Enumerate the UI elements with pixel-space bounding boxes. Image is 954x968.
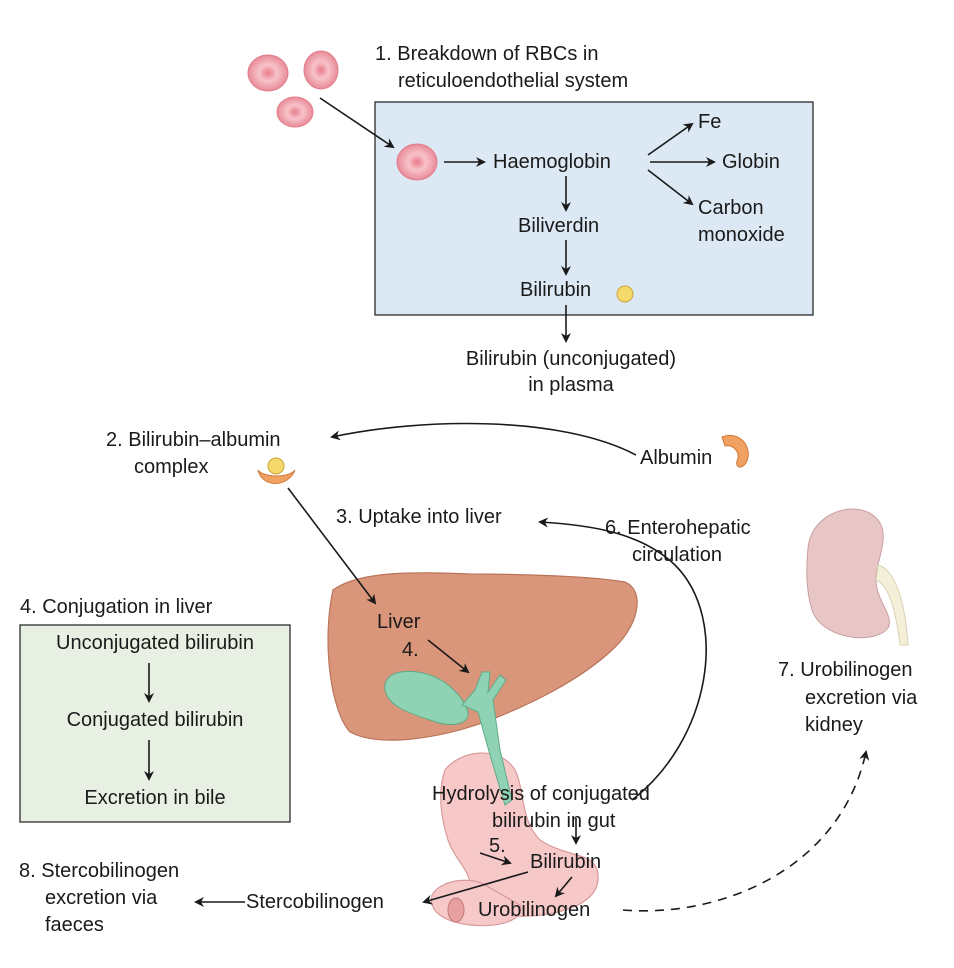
arrows xyxy=(144,97,870,912)
conj-conjugated-bilirubin: Conjugated bilirubin xyxy=(66,709,244,731)
arrow-complex-to-liver xyxy=(287,487,377,605)
conjugation-box xyxy=(19,624,291,823)
carbon-monoxide-line2: monoxide xyxy=(698,224,785,246)
plasma-bilirubin-line1: Bilirubin (unconjugated) xyxy=(465,348,677,370)
fe-label: Fe xyxy=(698,111,722,133)
rbc-1 xyxy=(247,54,289,92)
colon-lumen xyxy=(447,897,465,923)
bilirubin-albumin-complex xyxy=(257,457,296,484)
liver-label: Liver xyxy=(377,611,421,633)
arrow-step5 xyxy=(479,852,512,866)
conj-unconjugated-bilirubin: Unconjugated bilirubin xyxy=(56,632,254,654)
plasma-bilirubin-line2: in plasma xyxy=(528,374,614,396)
arrow-haemoglobin-to-carbon xyxy=(647,169,694,206)
step6-line2: circulation xyxy=(632,544,723,566)
albumin-shape xyxy=(721,434,749,468)
ureter xyxy=(875,564,909,646)
rbc-3 xyxy=(276,96,314,128)
kidney xyxy=(806,508,890,639)
arrow-bilirubin-to-stercobilinogen xyxy=(422,871,529,905)
bilirubin-label: Bilirubin xyxy=(520,279,592,301)
rbc-4 xyxy=(396,143,438,181)
step5-mark: 5. xyxy=(489,835,506,857)
arrow-urobilinogen-to-kidney xyxy=(622,750,870,912)
albumin-label: Albumin xyxy=(640,447,713,469)
step8-line3: faeces xyxy=(45,914,104,936)
carbon-monoxide-line1: Carbon xyxy=(698,197,764,219)
step8-line2: excretion via xyxy=(45,887,158,909)
step7-line3: kidney xyxy=(805,714,863,736)
step7-line1: 7. Urobilinogen xyxy=(778,659,913,681)
step2-title-line1: 2. Bilirubin–albumin xyxy=(106,429,281,451)
haemoglobin-label: Haemoglobin xyxy=(493,151,611,173)
urobilinogen-label: Urobilinogen xyxy=(478,899,591,921)
step4-title: 4. Conjugation in liver xyxy=(20,596,213,618)
gut xyxy=(440,752,599,917)
reticuloendothelial-box xyxy=(374,101,814,316)
rbc-2 xyxy=(303,50,339,90)
step6-line1: 6. Enterohepatic xyxy=(605,517,751,539)
conj-excretion-in-bile: Excretion in bile xyxy=(84,787,226,809)
arrow-albumin-to-complex xyxy=(330,422,637,456)
step1-title-line1: 1. Breakdown of RBCs in xyxy=(375,43,599,65)
globin-label: Globin xyxy=(722,151,780,173)
gallbladder xyxy=(384,670,469,725)
bile-duct xyxy=(461,671,513,806)
arrow-bilirubin-to-urobilinogen xyxy=(554,876,573,898)
arrow-haemoglobin-to-fe xyxy=(647,122,694,156)
arrow-rbc-to-box xyxy=(319,97,395,149)
gut-bilirubin-label: Bilirubin xyxy=(530,851,602,873)
arrow-enterohepatic xyxy=(538,517,707,801)
step2-title-line2: complex xyxy=(134,456,209,478)
red-blood-cells xyxy=(247,50,438,181)
step3-label: 3. Uptake into liver xyxy=(336,506,502,528)
step7-line2: excretion via xyxy=(805,687,918,709)
bilirubin-dot xyxy=(616,285,634,303)
step8-line1: 8. Stercobilinogen xyxy=(19,860,180,882)
hydrolysis-line1: Hydrolysis of conjugated xyxy=(432,783,650,805)
step1-title-line2: reticuloendothelial system xyxy=(398,70,629,92)
stercobilinogen-label: Stercobilinogen xyxy=(246,891,384,913)
hydrolysis-line2: bilirubin in gut xyxy=(492,810,616,832)
arrow-liver-step4 xyxy=(427,639,470,674)
liver-step4-mark: 4. xyxy=(402,639,419,661)
biliverdin-label: Biliverdin xyxy=(518,215,600,237)
